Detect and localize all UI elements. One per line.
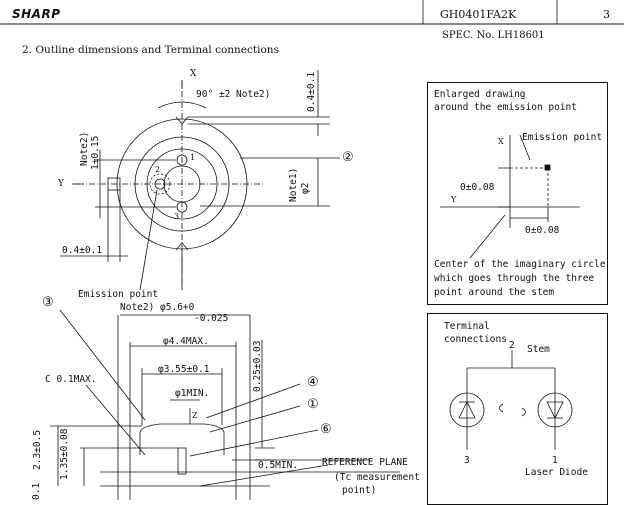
terminal-stem: Stem xyxy=(527,344,550,355)
tc-measurement-2: point) xyxy=(342,485,377,496)
callout-4: ④ xyxy=(307,375,319,390)
axis-x-label: X xyxy=(190,69,197,79)
terminal-pin-1: 1 xyxy=(552,455,558,466)
pin-2-label: 2 xyxy=(155,165,161,174)
enlarged-y: Y xyxy=(451,195,457,204)
enlarged-caption-2: which goes through the three xyxy=(434,273,595,284)
z-label: Z xyxy=(192,411,198,420)
note1-right-a: Note1) xyxy=(288,167,299,202)
note2-left-a: Note2) xyxy=(79,131,90,166)
spec-number: SPEC. No. LH18601 xyxy=(442,30,545,41)
enlarged-x: X xyxy=(498,137,504,146)
enlarged-title-1: Enlarged drawing xyxy=(434,89,526,100)
terminal-laser-diode: Laser Diode xyxy=(525,467,588,478)
callout-2: ② xyxy=(342,150,354,165)
note2-left-b: 1±0.15 xyxy=(90,135,101,170)
terminal-title-2: connections xyxy=(444,334,507,345)
dim-1-35: 1.35±0.08 xyxy=(59,428,70,480)
pin-3-label: 3 xyxy=(174,212,180,221)
sharp-logo: SHARP xyxy=(12,7,61,21)
model-number: GH0401FA2K xyxy=(440,8,517,21)
angle-dim: 90° ±2 Note2) xyxy=(196,89,271,100)
terminal-pin-2: 2 xyxy=(509,340,515,351)
callout-3: ③ xyxy=(42,295,54,310)
callout-6: ⑥ xyxy=(320,422,332,437)
dim-4-4max: φ4.4MAX. xyxy=(163,336,209,347)
page-number: 3 xyxy=(603,8,610,21)
reference-plane: REFERENCE PLANE xyxy=(322,457,408,468)
side-view-lines xyxy=(50,309,400,500)
diameter-dim: Note2) φ5.6+0 xyxy=(120,302,195,313)
enlarged-caption-3: point around the stem xyxy=(434,287,555,298)
enlarged-drawing-box xyxy=(427,82,608,305)
terminal-diagram-lines xyxy=(449,350,573,450)
note1-right-b: φ2 xyxy=(300,182,311,194)
enlarged-title-2: around the emission point xyxy=(434,102,577,113)
top-view xyxy=(60,70,340,316)
dim-0-25: 0.25±0.03 xyxy=(252,340,263,392)
tc-measurement-1: (Tc measurement xyxy=(334,472,420,483)
terminal-title-1: Terminal xyxy=(444,321,490,332)
emission-point-label: Emission point xyxy=(78,289,159,300)
dim-2-3: 2.3±0.5 xyxy=(32,429,43,470)
dim-0-1: 0.1 xyxy=(31,482,42,500)
chamfer-c01: C 0.1MAX. xyxy=(45,374,97,385)
section-title: 2. Outline dimensions and Terminal conne… xyxy=(22,44,279,56)
dim-0-5min: 0.5MIN. xyxy=(258,460,299,471)
enlarged-dim-h: 0±0.08 xyxy=(525,225,560,236)
dim-1min: φ1MIN. xyxy=(175,388,210,399)
callout-1: ① xyxy=(307,397,319,412)
terminal-pin-3: 3 xyxy=(464,455,470,466)
enlarged-dim-v: 0±0.08 xyxy=(460,182,495,193)
enlarged-emission: Emission point xyxy=(522,132,603,143)
dim-bottom-left: 0.4±0.1 xyxy=(62,245,103,256)
axis-y-label: Y xyxy=(58,179,64,189)
dim-3-55: φ3.55±0.1 xyxy=(158,364,210,375)
pin-1-label: 1 xyxy=(190,153,196,162)
diameter-dim-tol: -0.025 xyxy=(194,313,229,324)
enlarged-caption-1: Center of the imaginary circle xyxy=(434,259,606,270)
dim-top-right: 0.4±0.1 xyxy=(306,71,317,112)
enlarged-drawing-lines xyxy=(440,134,580,259)
